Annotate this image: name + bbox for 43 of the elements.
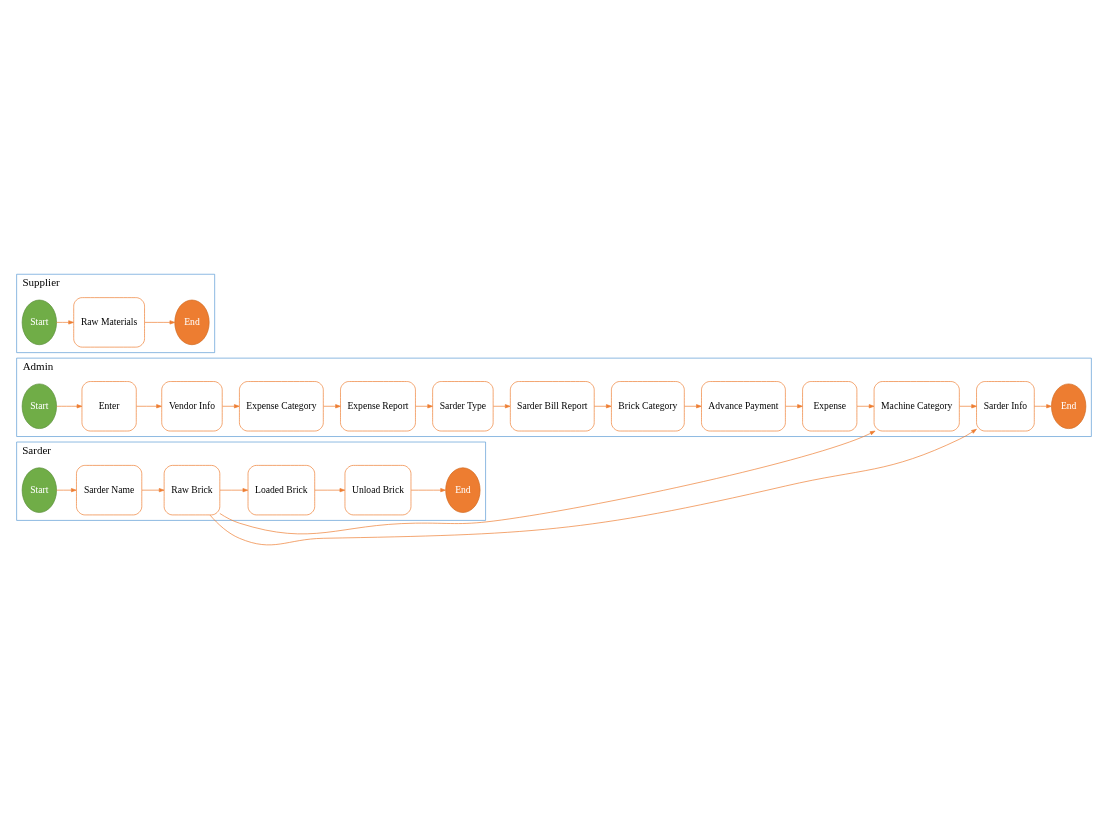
arrow <box>959 404 977 409</box>
node-box: Expense <box>802 381 858 432</box>
node-box: Sarder Bill Report <box>510 381 595 432</box>
node-ellipse: Start <box>21 383 57 429</box>
node-box: Sarder Name <box>76 465 143 516</box>
arrow <box>856 404 875 409</box>
node-box: Machine Category <box>873 381 960 432</box>
node-ellipse: End <box>1051 383 1087 429</box>
arrow <box>219 430 876 535</box>
arrow <box>314 488 346 493</box>
arrow <box>684 404 702 409</box>
node-box: Raw Materials <box>73 297 145 348</box>
arrow <box>136 404 162 409</box>
node-box: Sarder Type <box>432 381 494 432</box>
arrow <box>1034 404 1052 409</box>
node-box: Vendor Info <box>161 381 223 432</box>
node-box: Advance Payment <box>701 381 786 432</box>
arrow <box>785 404 803 409</box>
arrow <box>209 428 977 546</box>
node-ellipse: End <box>174 299 210 346</box>
node-box: Brick Category <box>611 381 685 432</box>
arrow <box>56 320 74 325</box>
node-box: Sarder Info <box>976 381 1035 432</box>
arrow <box>415 404 433 409</box>
node-box: Loaded Brick <box>247 465 316 516</box>
node-box: Enter <box>81 381 137 432</box>
arrow <box>410 488 446 493</box>
arrow <box>219 488 249 493</box>
arrow <box>593 404 612 409</box>
node-ellipse: End <box>445 467 481 513</box>
arrow <box>56 404 83 409</box>
arrow <box>141 488 165 493</box>
node-box: Expense Report <box>340 381 416 432</box>
arrow <box>144 320 176 325</box>
arrow <box>222 404 240 409</box>
arrow <box>56 488 77 493</box>
arrow <box>323 404 341 409</box>
node-ellipse: Start <box>21 299 57 346</box>
node-box: Raw Brick <box>163 465 221 516</box>
node-box: Expense Category <box>239 381 324 432</box>
arrow <box>493 404 511 409</box>
node-ellipse: Start <box>21 467 57 513</box>
node-box: Unload Brick <box>344 465 412 516</box>
